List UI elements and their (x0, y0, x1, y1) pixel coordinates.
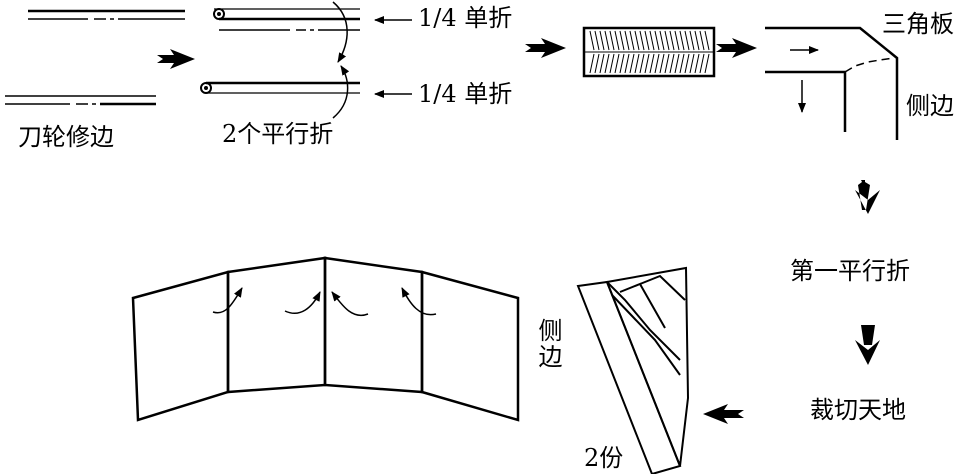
label-side-edge-right: 侧边 (906, 92, 954, 120)
web-lines-top (28, 11, 185, 19)
label-arrows (374, 16, 412, 98)
process-arrow-3 (716, 38, 757, 58)
unfolded-spread (133, 258, 518, 420)
label-two-parallel-folds: 2个平行折 (222, 120, 334, 148)
fold-rollers (201, 9, 360, 93)
process-arrow-2 (525, 38, 566, 58)
triangle-board (765, 28, 897, 140)
label-quarter-fold-bottom: 1/4 单折 (418, 80, 513, 108)
process-arrow-down-2 (855, 325, 880, 365)
process-arrow-1 (157, 49, 195, 69)
process-arrow-down-1 (855, 180, 880, 214)
spread-fold-arrows (213, 287, 436, 315)
label-cut-top-bottom: 裁切天地 (810, 396, 906, 424)
label-knife-trim: 刀轮修边 (18, 123, 114, 151)
label-side-edge-left: 侧边 (534, 318, 562, 370)
fold-curl-arrows (333, 2, 350, 118)
process-arrow-left (703, 404, 744, 424)
label-triangle-board: 三角板 (882, 10, 954, 38)
folded-ribbon (582, 26, 716, 78)
folded-booklet (578, 268, 688, 474)
label-two-copies: 2份 (584, 444, 624, 472)
label-quarter-fold-top: 1/4 单折 (418, 4, 513, 32)
web-lines-bottom (5, 96, 156, 104)
label-first-parallel-fold: 第一平行折 (790, 257, 910, 285)
